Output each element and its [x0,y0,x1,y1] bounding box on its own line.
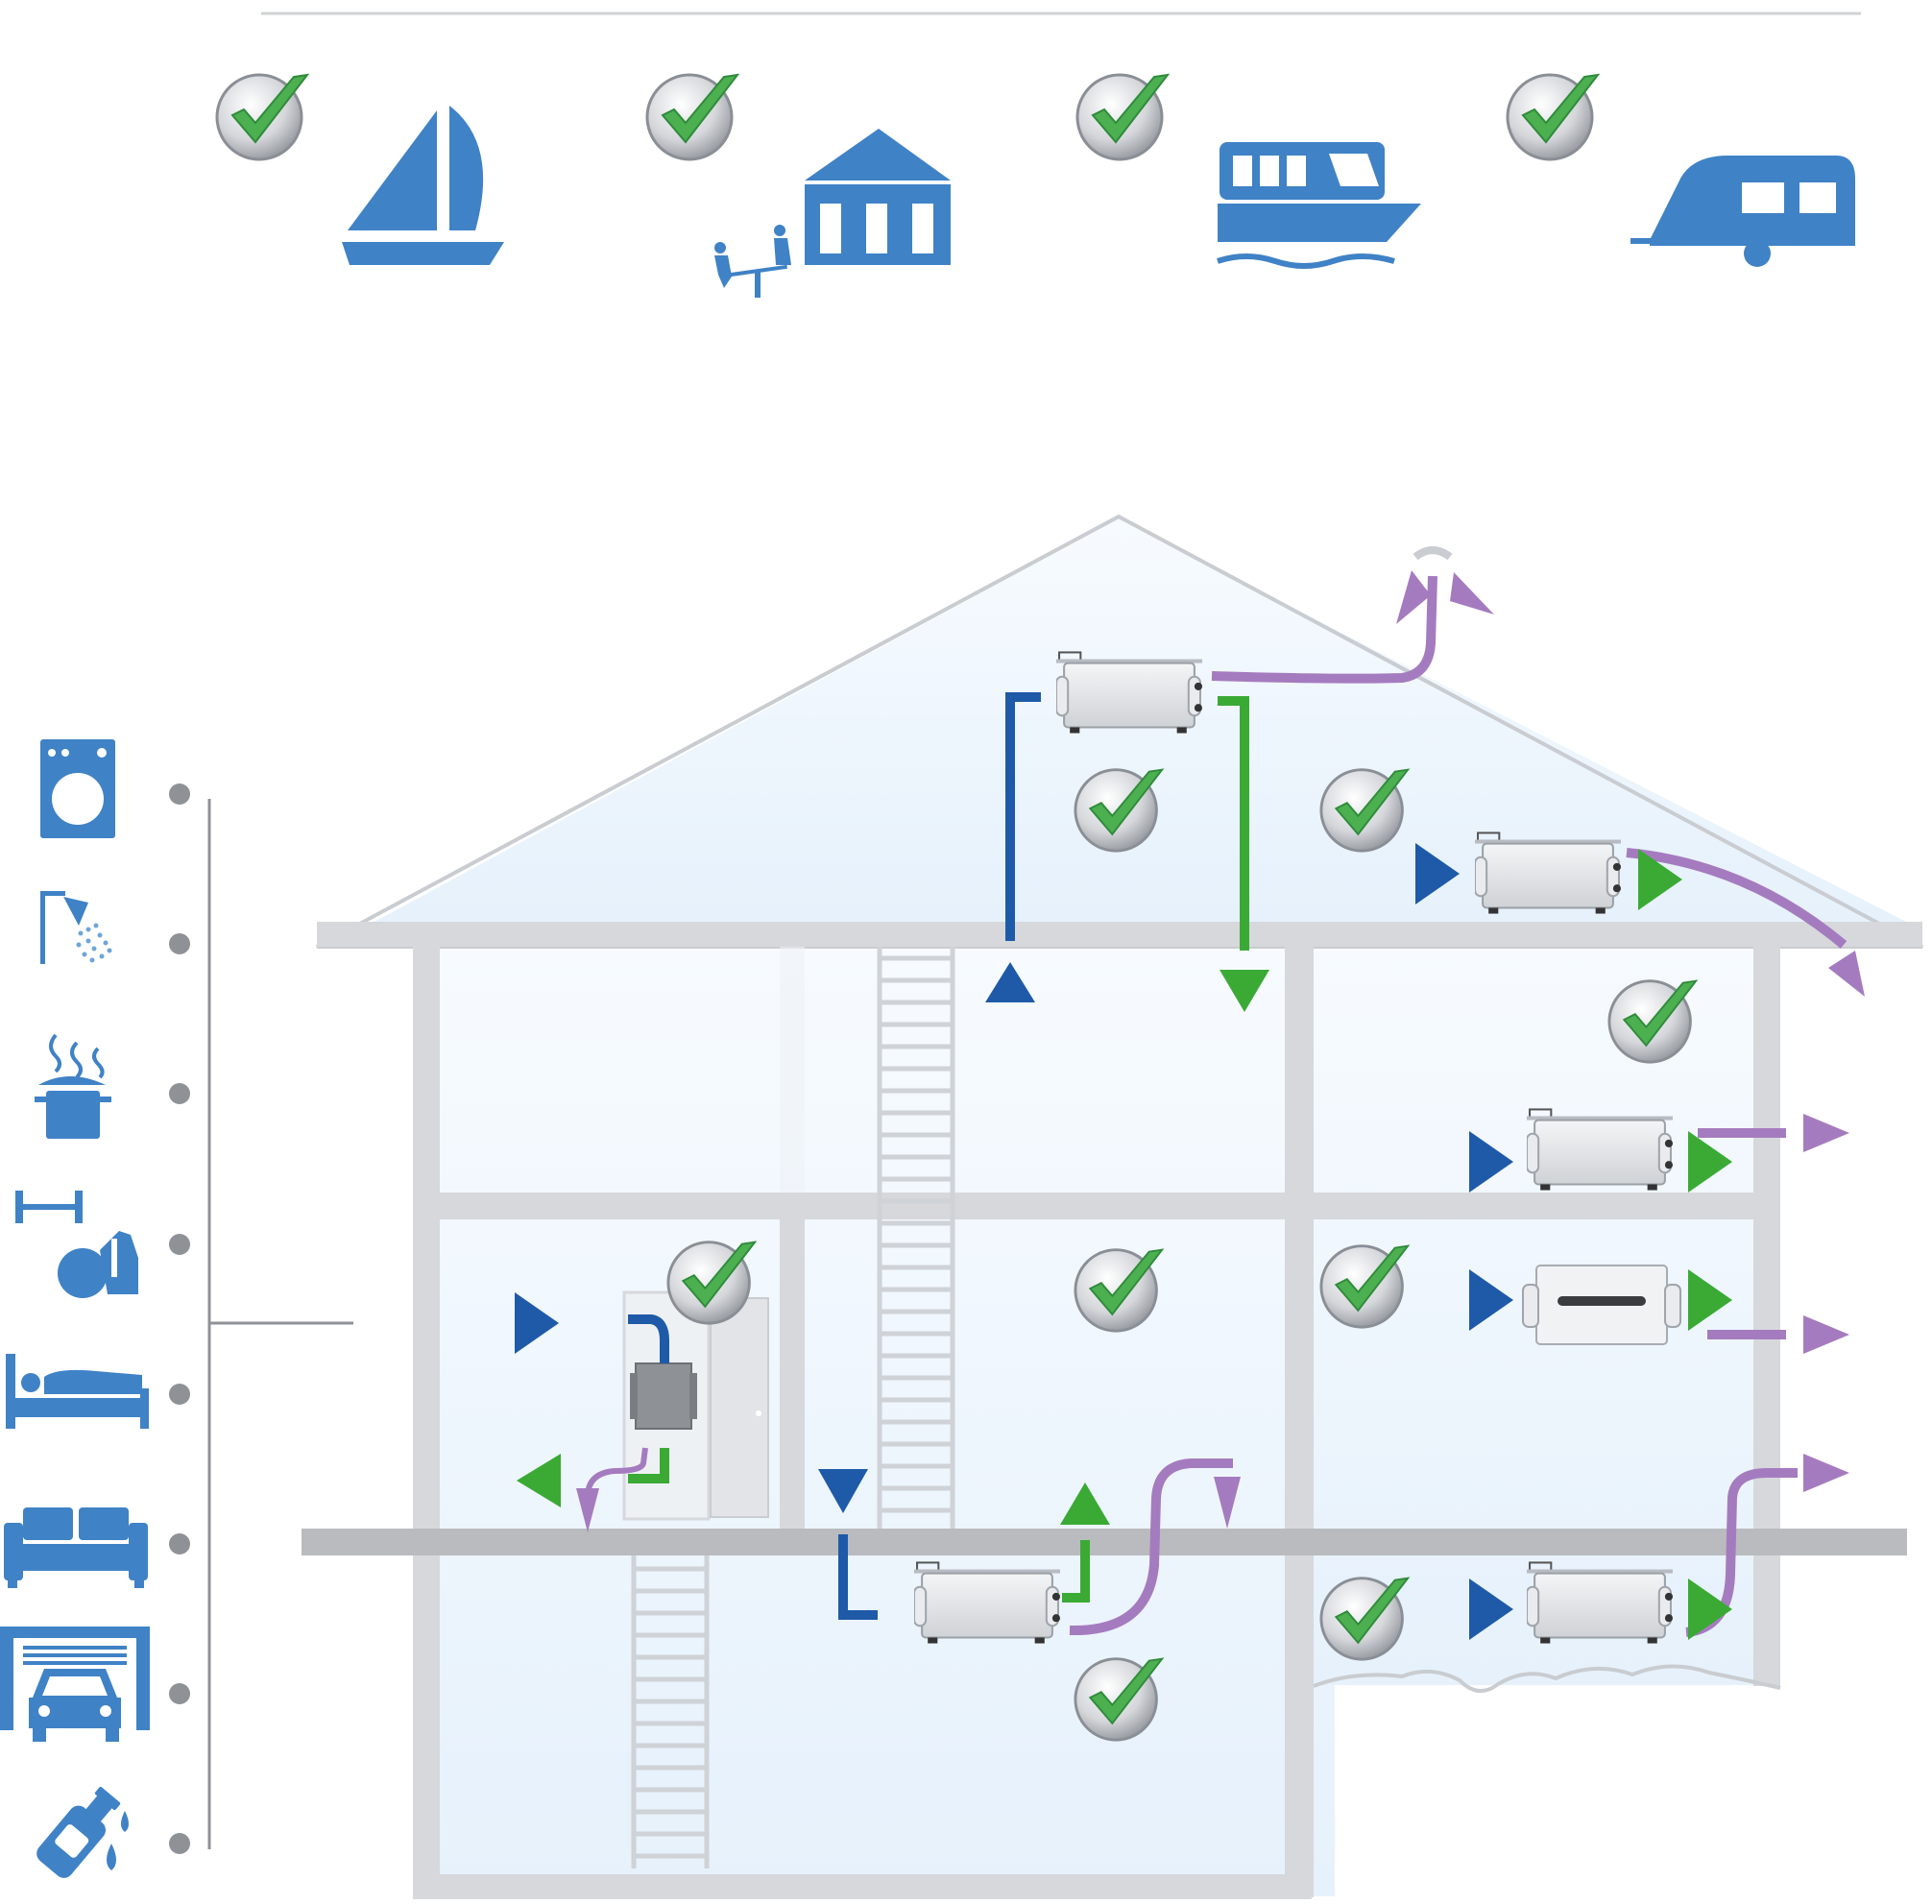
checkmark-icon [215,73,309,161]
closet-door [710,1297,769,1518]
dehumidifier-basement [914,1561,1060,1645]
dehumidifier-wall-mounted [1522,1265,1681,1345]
shower-icon [40,891,112,964]
caravan-icon [1630,156,1855,267]
airflow-arrows [515,570,1865,1640]
dehumidifier-closet [630,1362,697,1430]
airflow [585,546,1847,1637]
upper-floor-slab [413,1193,1753,1219]
garage-car-icon [0,1627,150,1742]
right-outer-wall [1753,947,1780,1686]
left-outer-wall [413,947,440,1897]
middle-wall [1285,947,1314,1897]
checkmark-icon [645,73,739,161]
attic-floor [317,922,1922,947]
ground-slab [302,1529,1907,1555]
houseboat-icon [1217,142,1421,269]
upper-ladder [877,947,955,1529]
room-icon-bullets [169,783,190,1854]
dehumidifier-upper-right [1527,1108,1673,1192]
dehumidifier-crawlspace [1527,1561,1673,1645]
dehumidifier-attic-right [1475,831,1621,915]
application-houseboat [1075,73,1421,269]
cooking-pot-icon [35,1033,111,1139]
public-building-playground-icon [714,129,951,298]
bed-icon [6,1354,149,1429]
washing-machine-icon [40,739,115,838]
spilled-bottle-icon [36,1787,129,1878]
gym-equipment-icon [15,1191,138,1298]
lower-ladder [631,1555,710,1868]
application-caravan [1506,73,1855,267]
application-public-building [645,73,951,298]
dehumidifier-attic-upper [1056,651,1202,735]
sailboat-icon [342,106,504,265]
sofa-icon [4,1507,148,1588]
basement-floor [413,1874,1312,1899]
checkmark-icon [1506,73,1600,161]
checkmark-icon [1075,73,1170,161]
application-sailboat [215,73,504,265]
